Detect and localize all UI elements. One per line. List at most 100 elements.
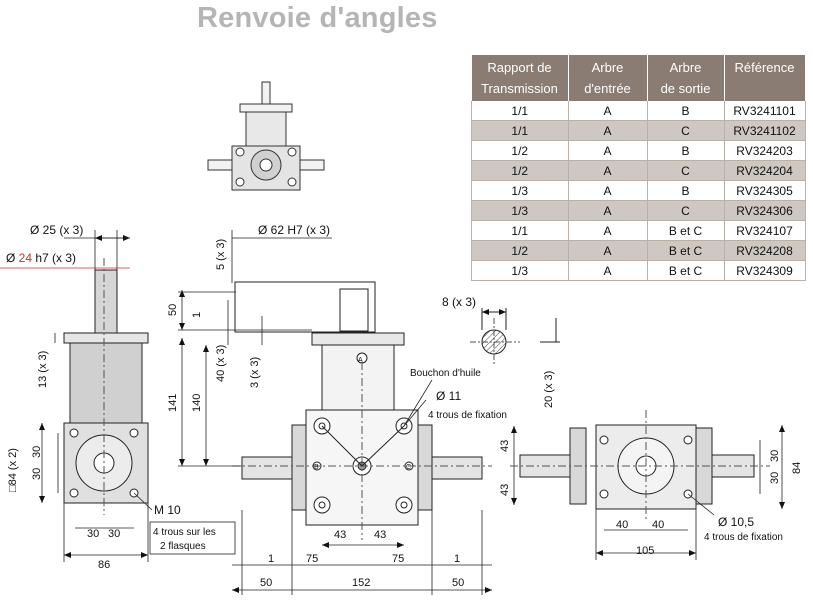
table-cell: B et C: [647, 220, 725, 241]
dim-43-v-a: 43: [499, 440, 511, 452]
label-m10: M 10: [154, 503, 181, 517]
shaft-label-a: A: [358, 357, 363, 364]
table-cell: A: [568, 260, 648, 281]
table-cell: RV324305: [724, 180, 806, 201]
dim-75-b: 75: [392, 553, 404, 565]
table-cell: 1/3: [471, 260, 569, 281]
table-cell: 1/1: [471, 120, 569, 141]
dim-20x3: 20 (x 3): [543, 371, 555, 408]
shaft-label-b: B: [314, 464, 319, 471]
dim-13x3: 13 (x 3): [37, 351, 49, 388]
right-view-dimensions: [595, 425, 785, 560]
dim-86: 86: [98, 559, 110, 571]
gearbox-thumbnail: [207, 81, 325, 191]
dim-30-b: 30: [31, 468, 43, 480]
table-cell: RV324306: [724, 200, 806, 221]
table-cell: A: [568, 101, 648, 121]
table-cell: 1/1: [471, 220, 569, 241]
dim-30-a: 30: [31, 446, 43, 458]
table-cell: A: [568, 160, 648, 181]
dim-43-h-a: 43: [334, 529, 346, 541]
table-cell: 1/3: [471, 180, 569, 201]
note-flasques-line2: 2 flasques: [160, 541, 206, 552]
dim-diameter-10-5: Ø 10,5: [718, 515, 754, 529]
dim-140: 140: [191, 394, 203, 412]
table-cell: B: [647, 180, 725, 201]
dim-diameter-11: Ø 11: [436, 389, 461, 403]
dim-right-30-a: 30: [769, 450, 781, 462]
left-side-view: [63, 258, 149, 515]
table-cell: RV3241101: [724, 101, 806, 121]
dim-50-a: 50: [260, 577, 272, 589]
table-cell: RV324208: [724, 240, 806, 261]
label-oil-plug: Bouchon d'huile: [410, 368, 481, 379]
table-cell: B et C: [647, 240, 725, 261]
table-cell: RV3241102: [724, 120, 806, 141]
column-header-reference: Référence: [724, 55, 806, 101]
front-view: [232, 281, 492, 540]
column-header-output-shaft: Arbre de sortie: [647, 55, 725, 101]
dim-30-h-b: 30: [108, 528, 120, 540]
dim-141: 141: [167, 394, 179, 412]
table-cell: A: [568, 140, 648, 161]
table-cell: A: [568, 200, 648, 221]
table-header-row: Rapport de Transmission Arbre d'entrée A…: [471, 55, 806, 101]
table-cell: 1/2: [471, 240, 569, 261]
dim-key-8x3: 8 (x 3): [442, 295, 476, 309]
dim-75-a: 75: [306, 553, 318, 565]
table-cell: B: [647, 101, 725, 121]
table-cell: B: [647, 140, 725, 161]
table-cell: RV324203: [724, 140, 806, 161]
dim-43-h-b: 43: [374, 529, 386, 541]
table-cell: C: [647, 160, 725, 181]
table-cell: 1/2: [471, 160, 569, 181]
dim-50-b: 50: [452, 577, 464, 589]
reference-table: Rapport de Transmission Arbre d'entrée A…: [471, 55, 806, 281]
label-fixing-holes-right: 4 trous de fixation: [704, 532, 783, 543]
dim-diameter-24: Ø 24 h7 (x 3): [6, 251, 76, 265]
label-fixing-holes: 4 trous de fixation: [428, 410, 507, 421]
table-cell: B et C: [647, 260, 725, 281]
dim-right-30-b: 30: [769, 472, 781, 484]
table-cell: 1/1: [471, 101, 569, 121]
column-header-input-shaft: Arbre d'entrée: [568, 55, 648, 101]
table-cell: A: [568, 120, 648, 141]
dim-50-v: 50: [167, 304, 179, 316]
dim-right-84: 84: [791, 462, 803, 474]
dim-5x3: 5 (x 3): [215, 239, 227, 270]
note-flasques-line1: 4 trous sur les: [153, 527, 216, 538]
dim-diameter-25: Ø 25 (x 3): [30, 223, 83, 237]
dim-3x3: 3 (x 3): [249, 357, 261, 388]
dim-152: 152: [352, 577, 370, 589]
dim-right-40-a: 40: [616, 519, 628, 531]
dim-40x3: 40 (x 3): [215, 345, 227, 382]
left-view-dimensions: [0, 230, 153, 562]
table-cell: 1/2: [471, 140, 569, 161]
table-cell: RV324204: [724, 160, 806, 181]
table-cell: A: [568, 180, 648, 201]
shaft-label-c: C: [406, 464, 411, 471]
dim-1-h-a: 1: [268, 553, 274, 565]
table-cell: RV324107: [724, 220, 806, 241]
table-cell: A: [568, 220, 648, 241]
dim-105: 105: [636, 545, 654, 557]
right-side-view: [510, 410, 770, 520]
dim-1-h-b: 1: [454, 553, 460, 565]
table-cell: 1/3: [471, 200, 569, 221]
dim-right-40-b: 40: [652, 519, 664, 531]
dim-diameter-62: Ø 62 H7 (x 3): [258, 223, 330, 237]
table-cell: C: [647, 120, 725, 141]
dim-84x2: □84 (x 2): [7, 448, 19, 492]
dim-30-h-a: 30: [87, 528, 99, 540]
table-cell: A: [568, 240, 648, 261]
